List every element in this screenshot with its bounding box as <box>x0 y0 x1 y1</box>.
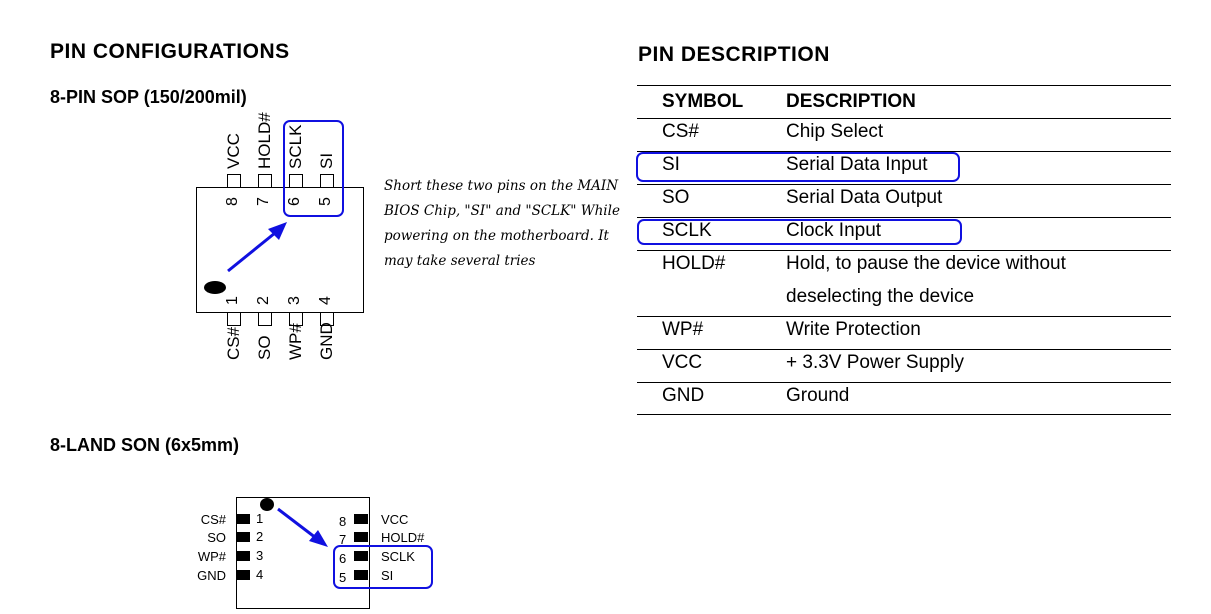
son-pin-number: 5 <box>339 570 347 585</box>
son-pin-pad <box>236 532 250 542</box>
table-rule <box>637 118 1171 119</box>
table-rule <box>637 316 1171 317</box>
sop-pin-pad <box>227 174 241 188</box>
son-highlight-box <box>333 545 433 589</box>
son-pin-pad <box>354 514 368 524</box>
son-pin-number: 8 <box>339 514 347 529</box>
sop-highlight-box <box>283 120 344 217</box>
son-pin-label: VCC <box>381 512 409 527</box>
row-description: Chip Select <box>786 121 884 142</box>
row-description: Hold, to pause the device without <box>786 253 1066 274</box>
header-symbol: SYMBOL <box>662 91 744 112</box>
si-highlight-box <box>636 152 960 182</box>
sop-pin-pad <box>320 174 334 188</box>
son-pin-label: SI <box>381 568 394 583</box>
son-pin-number: 6 <box>339 551 347 566</box>
son-title: 8-LAND SON (6x5mm) <box>50 435 240 455</box>
row-description: Ground <box>786 385 850 406</box>
son-pin-pad <box>354 532 368 542</box>
son-pin-label: WP# <box>197 549 226 564</box>
son-pin-number: 3 <box>256 548 264 563</box>
sop-pin-pad <box>258 312 272 326</box>
sop-package-body <box>196 187 364 313</box>
row-symbol: WP# <box>662 319 704 340</box>
son-pin1-dot <box>260 498 274 511</box>
table-rule <box>637 217 1171 218</box>
table-header: SYMBOL DESCRIPTION <box>637 86 1171 119</box>
sop-pin-pad <box>320 312 334 326</box>
table-rule <box>637 349 1171 350</box>
son-pin-label: GND <box>197 568 226 583</box>
header-description: DESCRIPTION <box>786 91 916 112</box>
row-description: + 3.3V Power Supply <box>786 352 964 373</box>
table-rule <box>637 85 1171 86</box>
row-symbol: CS# <box>662 121 699 142</box>
son-pin-label: CS# <box>200 512 226 527</box>
sop-pin-pad <box>258 174 272 188</box>
row-description: Write Protection <box>786 319 921 340</box>
son-pin-label: SCLK <box>381 549 415 564</box>
son-pin-label: SO <box>207 530 226 545</box>
pin-description-title: PIN DESCRIPTION <box>638 43 830 66</box>
sop-pin-pad <box>227 312 241 326</box>
row-symbol: GND <box>662 385 705 406</box>
table-rule <box>637 250 1171 251</box>
sclk-highlight-box <box>637 219 962 245</box>
row-symbol: HOLD# <box>662 253 726 274</box>
row-symbol: VCC <box>662 352 703 373</box>
sop-pin-pad <box>289 312 303 326</box>
son-pin-number: 7 <box>339 532 347 547</box>
pin1-dot <box>204 281 226 294</box>
sop-title: 8-PIN SOP (150/200mil) <box>50 87 247 107</box>
son-pin-number: 4 <box>256 567 264 582</box>
row-description: Serial Data Output <box>786 187 943 208</box>
table-rule <box>637 151 1171 152</box>
row-symbol: SCLK <box>662 220 712 241</box>
table-rule <box>637 382 1171 383</box>
son-pin-pad <box>236 551 250 561</box>
row-symbol: SO <box>662 187 690 208</box>
son-pin-number: 1 <box>256 511 264 526</box>
table-rule <box>637 184 1171 185</box>
son-pin-pad <box>354 570 368 580</box>
son-pin-pad <box>354 551 368 561</box>
son-pin-pad <box>236 514 250 524</box>
table-rule <box>637 414 1171 415</box>
son-pin-number: 2 <box>256 529 264 544</box>
row-description-cont: deselecting the device <box>786 286 975 307</box>
son-pin-label: HOLD# <box>381 530 425 545</box>
handwritten-note: Short these two pins on the MAIN BIOS Ch… <box>384 178 620 269</box>
pin-configurations-title: PIN CONFIGURATIONS <box>50 40 290 63</box>
sop-pin-pad <box>289 174 303 188</box>
son-pin-pad <box>236 570 250 580</box>
row-symbol: SI <box>662 154 680 175</box>
sop-arrow <box>227 222 328 547</box>
row-description: Serial Data Input <box>786 154 928 175</box>
row-description: Clock Input <box>786 220 882 241</box>
